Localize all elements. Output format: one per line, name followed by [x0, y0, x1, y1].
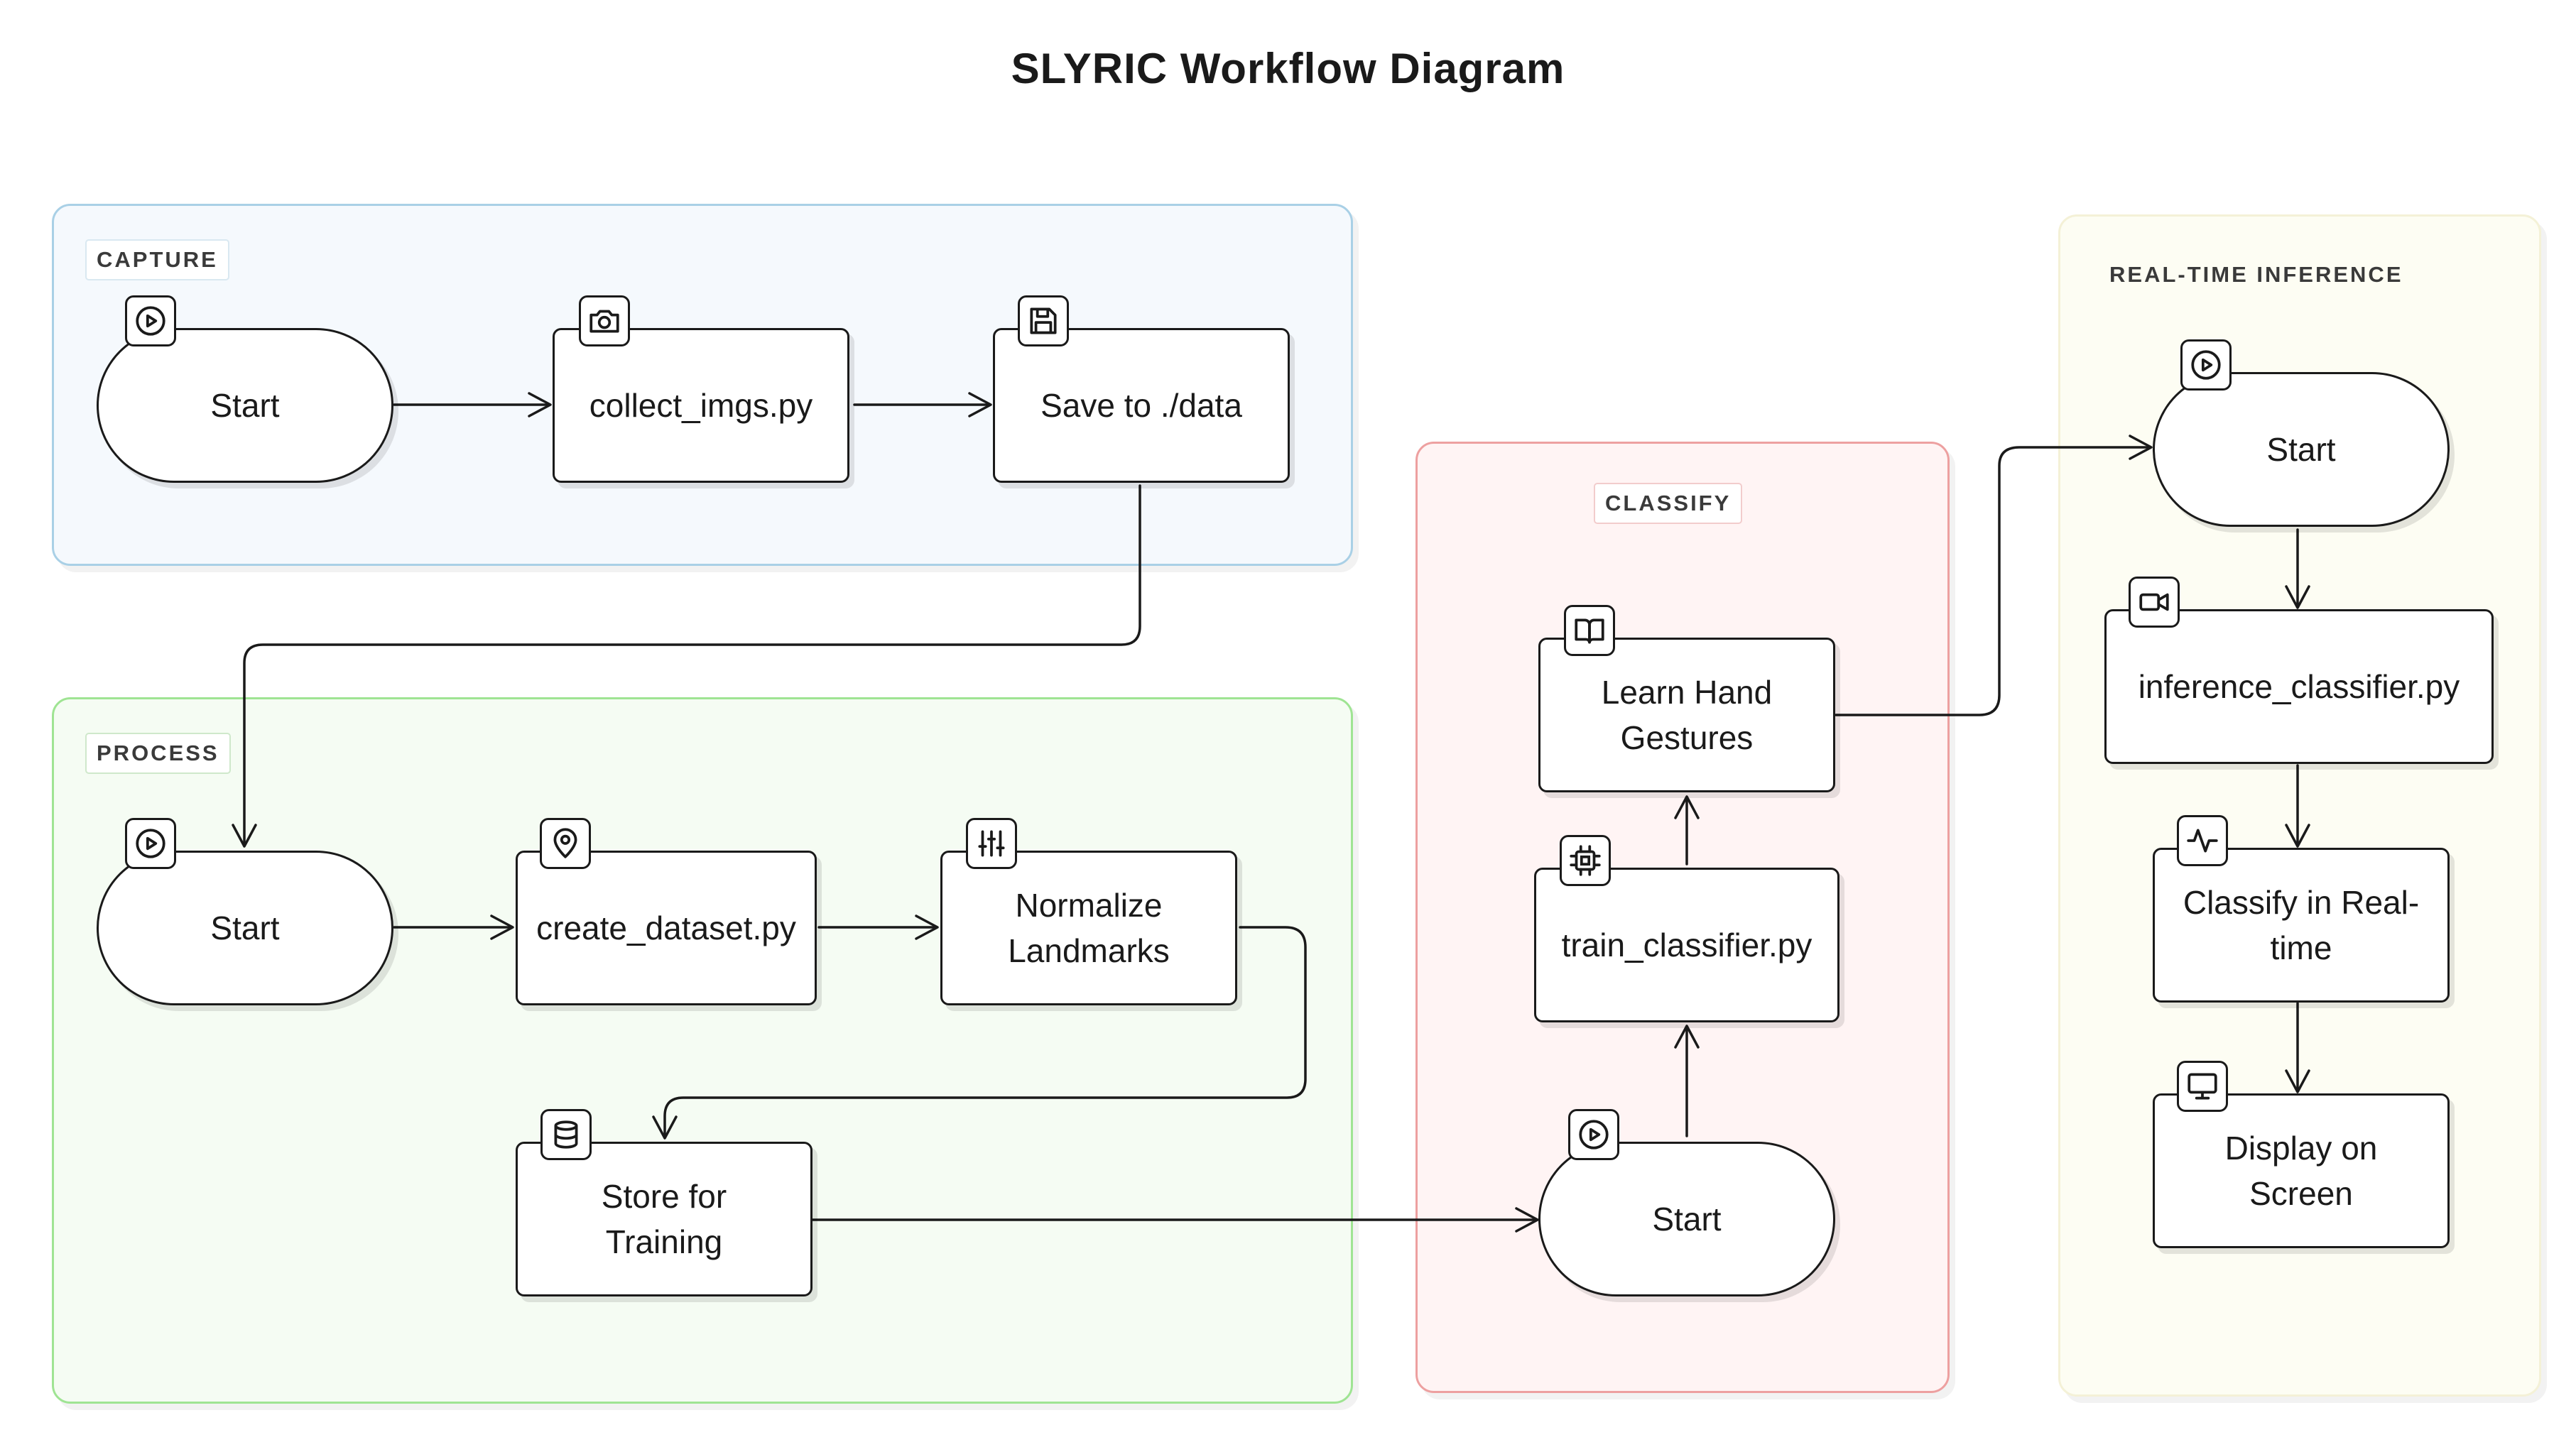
- classify-realtime-node[interactable]: Classify in Real- time: [2153, 848, 2450, 1003]
- database-icon: [540, 1109, 592, 1160]
- arrowhead: [490, 914, 514, 940]
- arrowhead: [2129, 435, 2153, 460]
- node-label: Start: [1652, 1201, 1722, 1238]
- node-label: Classify in Real- time: [2183, 884, 2420, 966]
- node-label: Start: [2266, 431, 2336, 468]
- node-label: create_dataset.py: [536, 910, 796, 946]
- play-icon: [2180, 339, 2232, 391]
- arrowhead: [652, 1115, 678, 1140]
- normalize-landmarks-node[interactable]: Normalize Landmarks: [940, 851, 1237, 1005]
- learn-hand-gestures-node[interactable]: Learn Hand Gestures: [1538, 638, 1835, 792]
- node-label: collect_imgs.py: [589, 387, 813, 424]
- arrowhead: [2285, 1069, 2310, 1093]
- node-label: Normalize Landmarks: [1008, 887, 1170, 969]
- map-pin-icon: [540, 818, 591, 869]
- diagram-title: SLYRIC Workflow Diagram: [1011, 45, 1565, 92]
- realtime-start-node[interactable]: Start: [2153, 372, 2450, 527]
- inference-classifier-node[interactable]: inference_classifier.py: [2104, 609, 2494, 764]
- node-label: Store for Training: [601, 1178, 727, 1260]
- arrowhead: [2285, 824, 2310, 848]
- node-label: Start: [210, 910, 280, 946]
- arrowhead: [968, 392, 992, 417]
- sliders-icon: [966, 818, 1017, 869]
- arrowhead: [2285, 585, 2310, 609]
- play-icon: [1568, 1109, 1619, 1160]
- node-label: Save to ./data: [1040, 387, 1242, 424]
- create-dataset-node[interactable]: create_dataset.py: [516, 851, 817, 1005]
- arrowhead: [915, 914, 939, 940]
- play-icon: [125, 295, 176, 346]
- arrowhead: [528, 392, 552, 417]
- video-icon: [2129, 577, 2180, 628]
- save-icon: [1018, 295, 1069, 346]
- edge-normalize-to-store: [663, 926, 1307, 1138]
- process-start-node[interactable]: Start: [97, 851, 393, 1005]
- cpu-icon: [1560, 835, 1611, 886]
- lane-label-classify: CLASSIFY: [1594, 483, 1743, 524]
- lane-label-capture: CAPTURE: [85, 239, 229, 280]
- save-to-data-node[interactable]: Save to ./data: [993, 328, 1290, 483]
- node-label: Learn Hand Gestures: [1601, 674, 1773, 756]
- classify-start-node[interactable]: Start: [1538, 1142, 1835, 1296]
- camera-icon: [579, 295, 630, 346]
- capture-start-node[interactable]: Start: [97, 328, 393, 483]
- arrowhead: [232, 824, 257, 848]
- book-icon: [1564, 605, 1615, 656]
- edge-learn-to-realtime-start: [1835, 446, 2151, 716]
- monitor-icon: [2177, 1061, 2228, 1112]
- store-for-training-node[interactable]: Store for Training: [516, 1142, 813, 1296]
- node-label: inference_classifier.py: [2138, 668, 2460, 705]
- lane-label-process: PROCESS: [85, 733, 231, 774]
- train-classifier-node[interactable]: train_classifier.py: [1534, 868, 1839, 1022]
- arrowhead: [1674, 1025, 1700, 1049]
- display-on-screen-node[interactable]: Display on Screen: [2153, 1093, 2450, 1248]
- node-label: Start: [210, 387, 280, 424]
- arrowhead: [1515, 1207, 1539, 1233]
- node-label: train_classifier.py: [1561, 927, 1813, 963]
- collect-imgs-node[interactable]: collect_imgs.py: [553, 328, 849, 483]
- play-icon: [125, 818, 176, 869]
- activity-icon: [2177, 815, 2228, 866]
- node-label: Display on Screen: [2224, 1130, 2378, 1212]
- edge-save-to-process-start: [243, 484, 1141, 846]
- lane-label-realtime: REAL-TIME INFERENCE: [2109, 262, 2403, 287]
- arrowhead: [1674, 795, 1700, 819]
